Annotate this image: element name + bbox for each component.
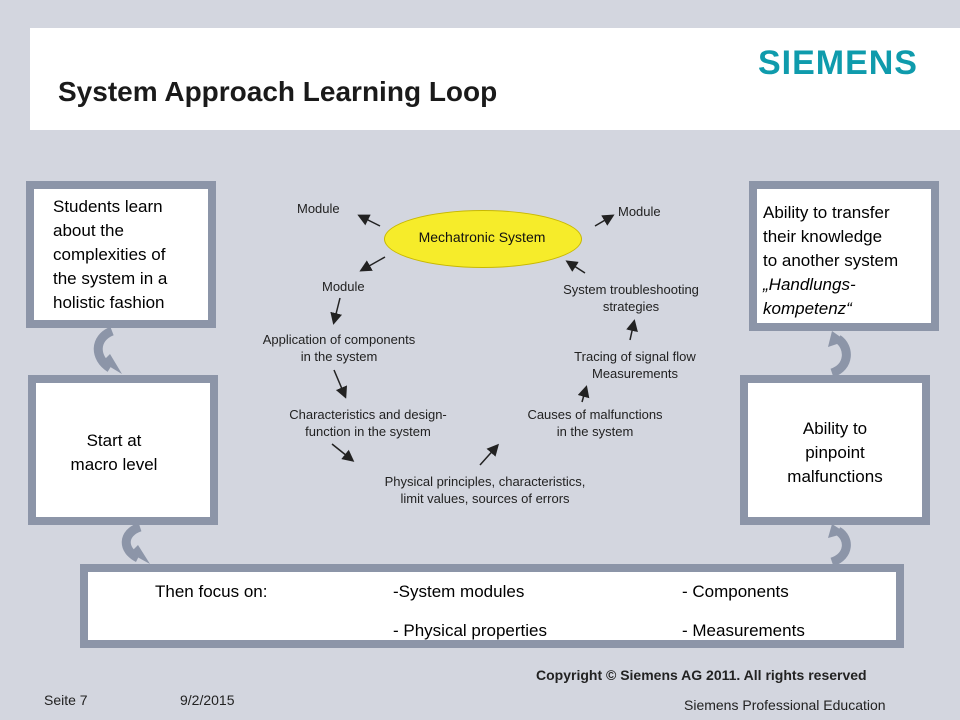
- arrow: [626, 319, 638, 341]
- application-label: Application of components in the system: [246, 331, 432, 365]
- focus-item: - Components: [682, 582, 789, 601]
- box-line: Students learn: [53, 197, 163, 216]
- focus-label: Then focus on:: [155, 582, 268, 601]
- label-line: limit values, sources of errors: [400, 491, 570, 506]
- box-line: kompetenz“: [763, 299, 852, 318]
- slide-header: System Approach Learning Loop SIEMENS: [30, 28, 960, 130]
- students-learn-box: Students learn about the complexities of…: [26, 181, 216, 328]
- copyright-text: Copyright © Siemens AG 2011. All rights …: [536, 667, 867, 683]
- box-line: macro level: [70, 455, 158, 474]
- organization-text: Siemens Professional Education: [684, 697, 886, 713]
- box-line: complexities of: [53, 245, 166, 264]
- focus-item: - Physical properties: [393, 621, 548, 640]
- curved-arrow-icon: [828, 331, 851, 377]
- arrow: [577, 385, 590, 403]
- troubleshooting-label: System troubleshooting strategies: [546, 281, 716, 315]
- slide-title: System Approach Learning Loop: [58, 76, 498, 107]
- arrow: [359, 256, 386, 272]
- box-line: „Handlungs-: [763, 275, 856, 294]
- arrow: [565, 260, 586, 274]
- arrow: [330, 297, 343, 325]
- box-line: their knowledge: [763, 227, 883, 246]
- label-line: function in the system: [305, 424, 431, 439]
- arrow: [331, 443, 355, 462]
- tracing-label: Tracing of signal flow Measurements: [560, 348, 710, 382]
- label-line: Application of components: [262, 332, 416, 347]
- focus-box: Then focus on: -System modules - Compone…: [80, 564, 904, 648]
- arrow: [479, 443, 500, 466]
- curved-arrow-icon: [121, 524, 150, 564]
- label-line: Physical principles, characteristics,: [384, 474, 586, 489]
- mechatronic-system-ellipse: [384, 210, 582, 268]
- arrow: [594, 214, 615, 227]
- box-line: Ability to: [802, 419, 868, 438]
- page-number: Seite 7: [44, 692, 88, 708]
- characteristics-label: Characteristics and design- function in …: [270, 406, 466, 440]
- box-line: to another system: [763, 251, 899, 270]
- label-line: Tracing of signal flow: [574, 349, 696, 364]
- ability-transfer-box: Ability to transfer their knowledge to a…: [749, 181, 939, 331]
- label-line: Characteristics and design-: [289, 407, 447, 422]
- module-label-right: Module: [618, 204, 661, 219]
- box-line: Ability to transfer: [763, 203, 890, 222]
- curved-arrow-icon: [93, 328, 122, 374]
- label-line: in the system: [300, 349, 378, 364]
- focus-item: -System modules: [393, 582, 525, 601]
- box-line: pinpoint: [805, 443, 865, 462]
- box-line: malfunctions: [787, 467, 883, 486]
- module-label-left: Module: [297, 201, 340, 216]
- mechatronic-system-label: Mechatronic System: [418, 229, 546, 245]
- box-line: holistic fashion: [53, 293, 165, 312]
- start-macro-box: Start at macro level: [28, 375, 218, 525]
- module-label-lower: Module: [322, 279, 365, 294]
- label-line: System troubleshooting: [563, 282, 699, 297]
- label-line: strategies: [602, 299, 660, 314]
- label-line: Causes of malfunctions: [527, 407, 663, 422]
- focus-item: - Measurements: [682, 621, 805, 640]
- label-line: in the system: [556, 424, 634, 439]
- box-line: about the: [53, 221, 124, 240]
- arrow: [333, 369, 348, 399]
- causes-label: Causes of malfunctions in the system: [510, 406, 680, 440]
- label-line: Measurements: [592, 366, 678, 381]
- curved-arrow-icon: [828, 524, 851, 566]
- pinpoint-malfunctions-box: Ability to pinpoint malfunctions: [740, 375, 930, 525]
- box-line: the system in a: [53, 269, 168, 288]
- slide-date: 9/2/2015: [180, 692, 235, 708]
- box-line: Start at: [86, 431, 142, 450]
- arrow: [357, 214, 381, 227]
- siemens-logo: SIEMENS: [757, 44, 918, 82]
- physical-principles-label: Physical principles, characteristics, li…: [362, 473, 608, 507]
